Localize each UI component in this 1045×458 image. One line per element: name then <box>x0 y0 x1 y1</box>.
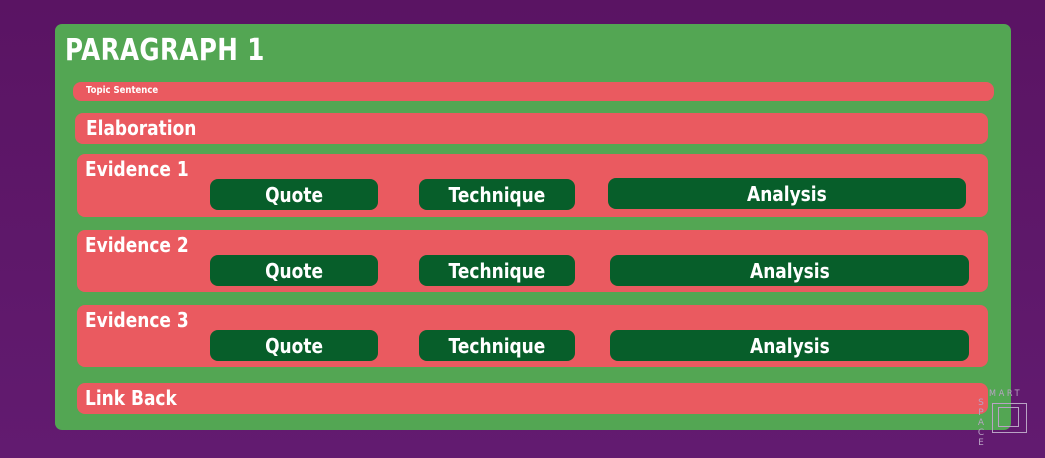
evidence-3-quote: Quote <box>210 330 378 361</box>
evidence-2-technique: Technique <box>419 255 575 286</box>
elaboration-bar: Elaboration <box>75 113 988 144</box>
logo-text-left: SPACE <box>977 398 985 448</box>
topic-sentence-bar: Topic Sentence <box>73 82 994 101</box>
paragraph-panel: PARAGRAPH 1 Topic Sentence Elaboration E… <box>55 24 1011 430</box>
evidence-3-technique: Technique <box>419 330 575 361</box>
elaboration-label: Elaboration <box>86 116 197 140</box>
smart-space-logo: MART SPACE <box>976 389 1032 448</box>
evidence-1-label: Evidence 1 <box>85 157 189 181</box>
logo-inner-square-icon <box>998 407 1019 427</box>
logo-text-top: MART <box>989 389 1023 399</box>
panel-title: PARAGRAPH 1 <box>65 33 265 68</box>
logo-outer-square-icon <box>992 403 1027 433</box>
evidence-2-analysis: Analysis <box>610 255 969 286</box>
evidence-1-technique: Technique <box>419 179 575 210</box>
link-back-label: Link Back <box>85 386 177 410</box>
topic-sentence-label: Topic Sentence <box>86 85 159 96</box>
evidence-3-analysis: Analysis <box>610 330 969 361</box>
evidence-1-quote: Quote <box>210 179 378 210</box>
evidence-1-analysis: Analysis <box>608 178 966 209</box>
evidence-2-label: Evidence 2 <box>85 233 189 257</box>
evidence-3-label: Evidence 3 <box>85 308 189 332</box>
link-back-bar: Link Back <box>77 383 988 414</box>
evidence-2-quote: Quote <box>210 255 378 286</box>
